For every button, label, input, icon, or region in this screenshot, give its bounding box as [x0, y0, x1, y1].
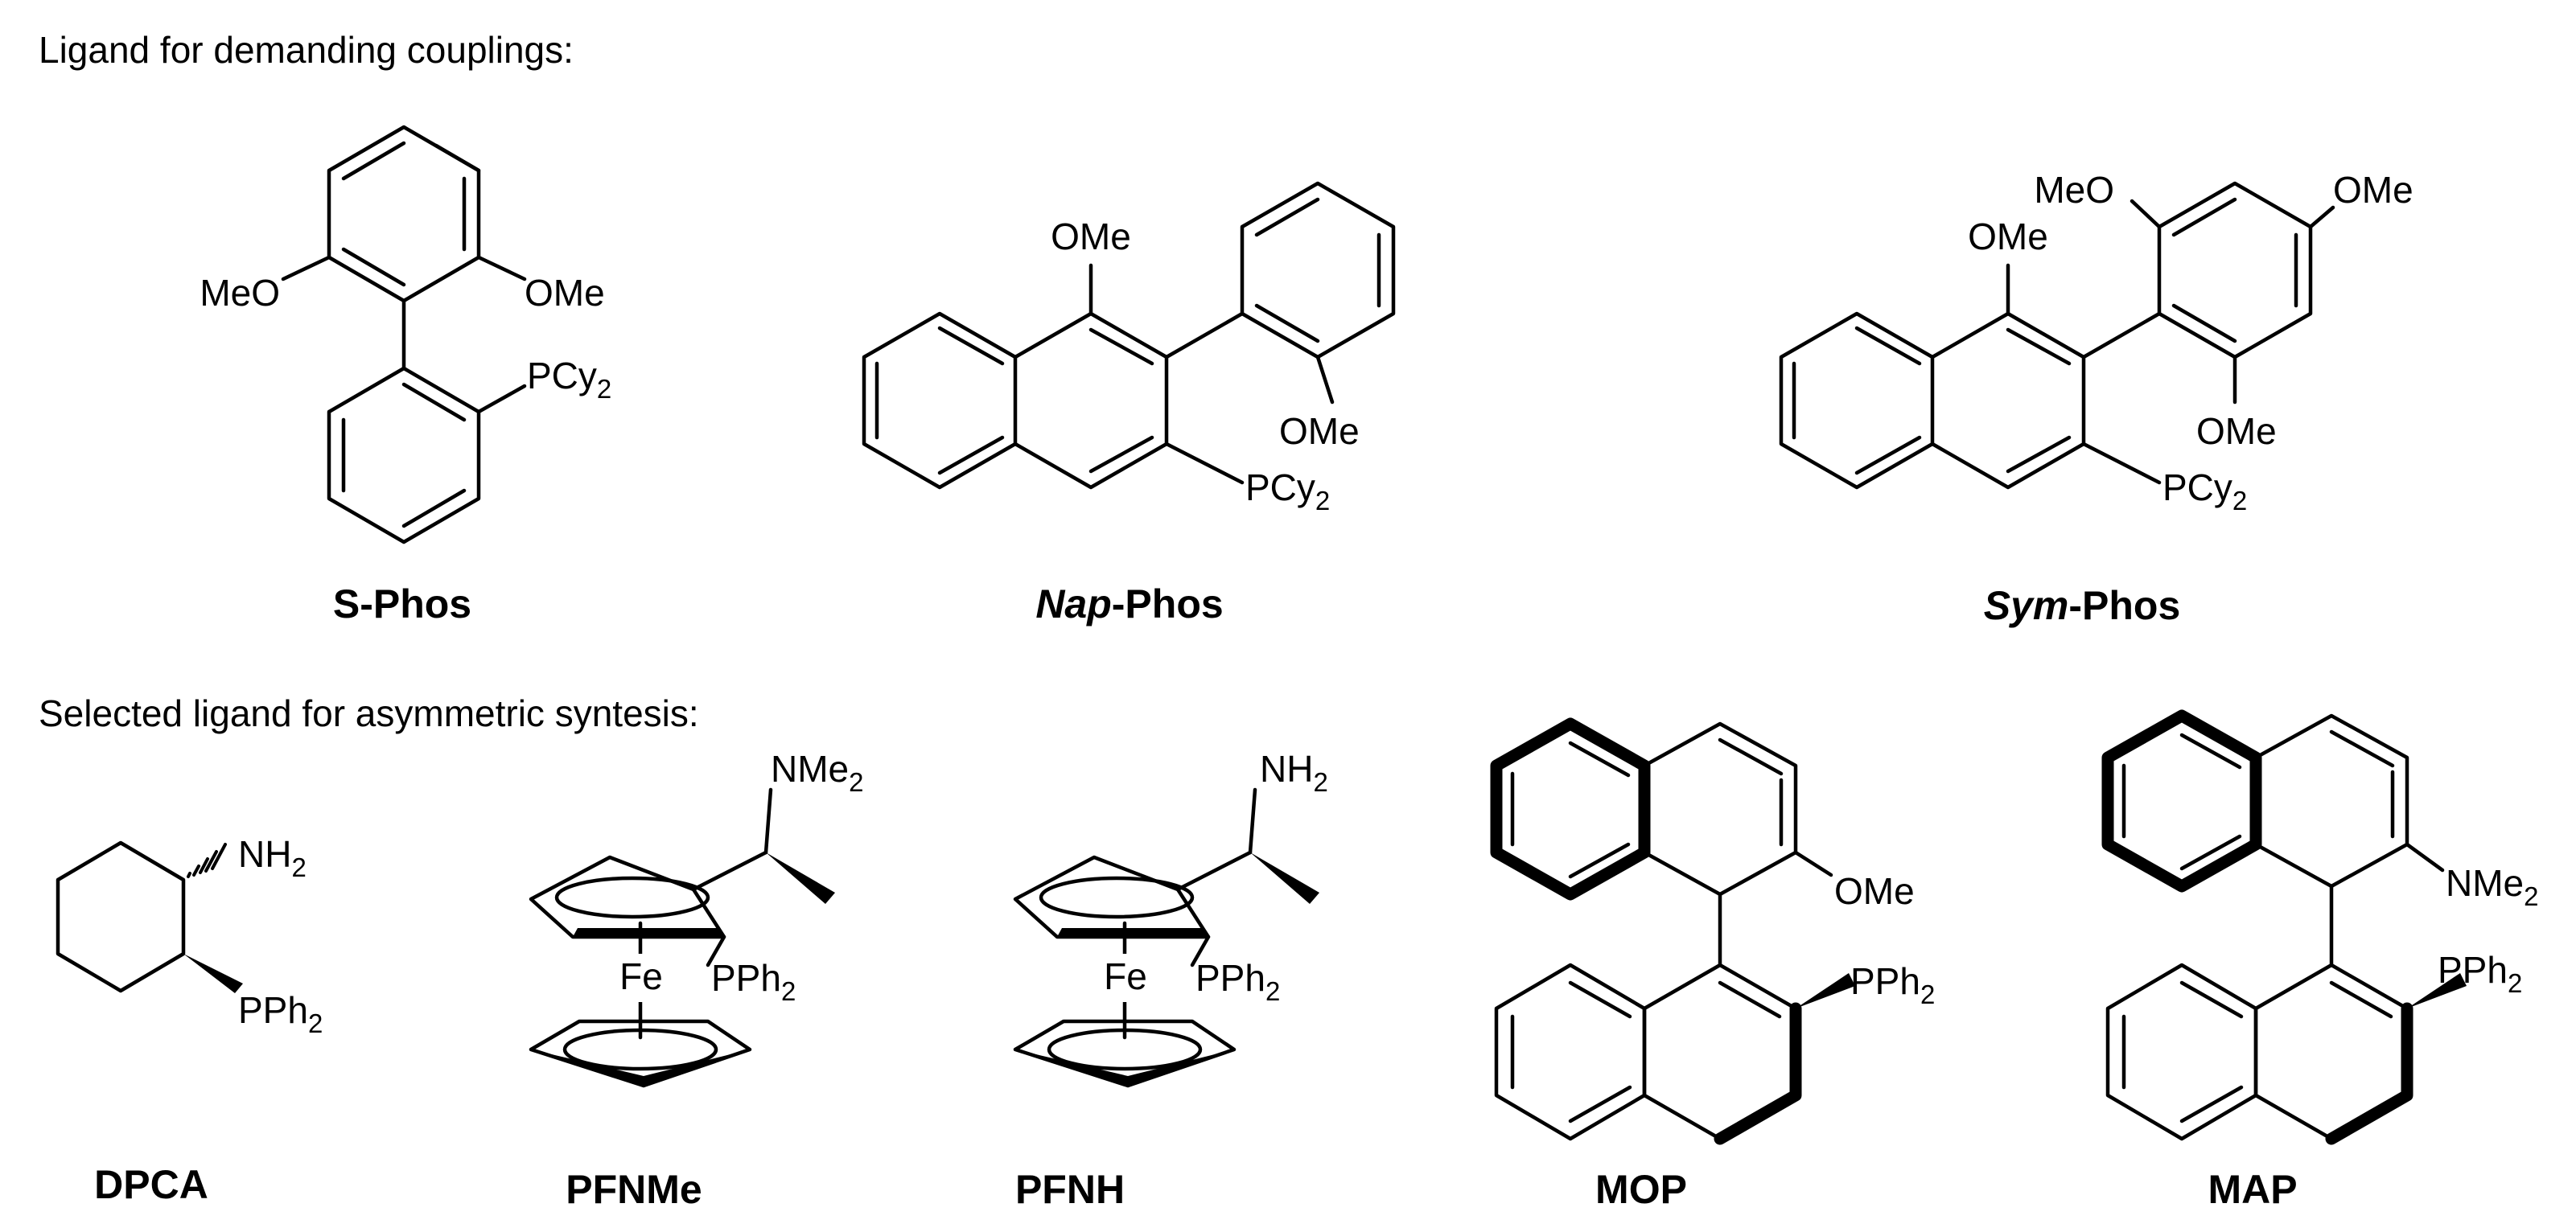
asymmetric-synthesis-heading: Selected ligand for asymmetric syntesis: — [39, 692, 699, 734]
mop-name: MOP — [1595, 1167, 1687, 1212]
pfnme-name: PFNMe — [566, 1167, 702, 1212]
map-bonds — [2105, 713, 2445, 1141]
pfnme-fe-mask — [613, 954, 669, 1002]
sym-phos-name: Sym-Phos — [1984, 583, 2181, 628]
pfnh-name: PFNH — [1015, 1167, 1125, 1212]
pfnh-ring-lower-front-edge — [1015, 1049, 1234, 1086]
pfnme-bonds — [529, 787, 773, 1088]
pfnme-fe-label: Fe — [619, 955, 663, 997]
s-phos-structure: MeO OMe PCy2 S-Phos — [200, 125, 611, 626]
pfnh-pph2-label: PPh2 — [1195, 957, 1280, 1006]
s-phos-meo-label: MeO — [200, 272, 280, 314]
dpca-hashed-bond — [187, 843, 227, 878]
sym-phos-ome-para-label: OMe — [2333, 169, 2413, 211]
dpca-name: DPCA — [94, 1162, 208, 1207]
pfnme-ring-lower-front-edge — [531, 1049, 750, 1086]
mop-ome-label: OMe — [1834, 870, 1915, 912]
pfnh-ring-front-edge — [1057, 928, 1208, 937]
nap-phos-structure: OMe OMe PCy2 Nap-Phos — [862, 181, 1396, 626]
pfnh-fe-mask — [1097, 954, 1154, 1002]
mop-bold-ring — [1490, 717, 1651, 901]
sym-phos-ome-side-label: OMe — [2196, 410, 2277, 452]
pfnme-nme2-label: NMe2 — [771, 748, 863, 797]
sym-phos-bonds — [1779, 181, 2335, 490]
sym-phos-ome-naph-label: OMe — [1968, 216, 2048, 257]
nap-phos-ome-top-label: OMe — [1051, 216, 1131, 257]
pfnh-structure: Fe NH2 PPh2 PFNH — [1013, 748, 1328, 1212]
nap-phos-pcy2-label: PCy2 — [1245, 466, 1330, 515]
sym-phos-meo-label: MeO — [2034, 169, 2114, 211]
sym-phos-pcy2-label: PCy2 — [2162, 466, 2247, 515]
mop-pph2-label: PPh2 — [1850, 960, 1935, 1009]
map-nme2-label: NMe2 — [2446, 862, 2538, 911]
pfnh-nh2-label: NH2 — [1260, 748, 1328, 797]
mop-p-wedge — [1796, 973, 1855, 1008]
s-phos-pcy2-label: PCy2 — [527, 355, 611, 404]
pfnh-fe-label: Fe — [1104, 955, 1147, 997]
map-pph2-label: PPh2 — [2438, 949, 2522, 998]
mop-bold-edge — [1714, 1002, 1802, 1145]
demanding-couplings-heading: Ligand for demanding couplings: — [39, 29, 574, 71]
map-bold-ring — [2101, 709, 2262, 893]
dpca-pph2-label: PPh2 — [238, 989, 323, 1038]
pfnme-pph2-label: PPh2 — [711, 957, 796, 1006]
nap-phos-bonds — [862, 181, 1396, 490]
dpca-bonds — [56, 840, 186, 993]
mop-bonds — [1494, 721, 1833, 1141]
s-phos-bonds — [281, 125, 527, 544]
dpca-nh2-label: NH2 — [238, 833, 307, 882]
map-p-wedge — [2407, 973, 2467, 1008]
nap-phos-ome-side-label: OMe — [1279, 410, 1360, 452]
map-name: MAP — [2208, 1167, 2297, 1212]
pfnme-structure: Fe NMe2 PPh2 PFNMe — [529, 748, 863, 1212]
sym-phos-structure: MeO OMe OMe OMe PCy2 Sym-Phos — [1779, 169, 2413, 628]
map-structure: NMe2 PPh2 MAP — [2101, 709, 2538, 1212]
pfnh-bonds — [1013, 787, 1257, 1088]
dpca-wedge-bond — [183, 954, 243, 993]
map-bold-edge — [2325, 1002, 2413, 1145]
s-phos-name: S-Phos — [333, 581, 471, 626]
s-phos-ome-label: OMe — [525, 272, 605, 314]
pfnh-methyl-wedge — [1250, 852, 1319, 904]
dpca-structure: NH2 PPh2 DPCA — [56, 833, 323, 1207]
nap-phos-name: Nap-Phos — [1035, 581, 1223, 626]
mop-structure: OMe PPh2 MOP — [1490, 717, 1935, 1212]
pfnme-ring-front-edge — [573, 928, 724, 937]
pfnme-methyl-wedge — [766, 852, 835, 904]
